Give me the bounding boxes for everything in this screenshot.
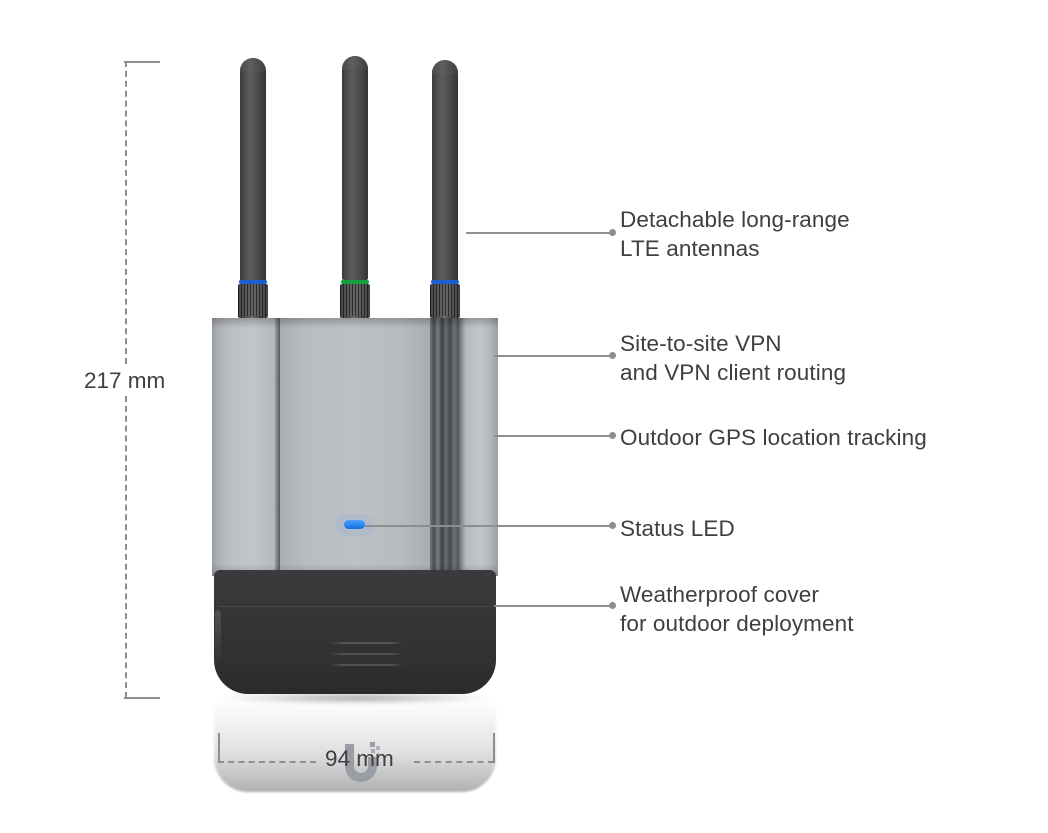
leader-dot-cover (609, 602, 616, 609)
device-body (212, 56, 498, 782)
antenna-center-grip (340, 284, 370, 318)
antenna-left-rod (240, 58, 266, 282)
status-led (344, 520, 365, 529)
leader-dot-led (609, 522, 616, 529)
width-dimension-label: 94 mm (325, 746, 394, 771)
antenna-center-rod (342, 56, 368, 280)
antenna-left-band (239, 280, 267, 284)
height-dim-line-upper (125, 61, 127, 364)
antenna-right-grip (430, 284, 460, 318)
ubiquiti-u-logo (345, 742, 380, 782)
leader-dot-gps (609, 432, 616, 439)
cover-edge-highlight (215, 610, 221, 668)
leader-line-antennas (466, 232, 612, 234)
width-dim-line-right (414, 761, 494, 763)
height-dimension-label: 217 mm (84, 366, 166, 396)
chassis-center-plate (280, 318, 430, 576)
chassis-heatsink (212, 318, 498, 576)
leader-line-led (365, 525, 612, 527)
grille-line-1 (330, 642, 404, 644)
leader-line-vpn (494, 355, 612, 357)
antenna-center-tip (342, 56, 368, 70)
weatherproof-cover (214, 570, 496, 694)
leader-line-gps (494, 435, 612, 437)
grille-line-3 (330, 664, 404, 666)
antenna-left-grip (238, 284, 268, 318)
cover-grille (330, 642, 404, 670)
antenna-right-tip (432, 60, 458, 74)
height-dim-cap-top (124, 61, 160, 63)
antenna-center-band (341, 280, 369, 284)
height-dim-cap-bottom (124, 697, 160, 699)
leader-line-cover (494, 605, 612, 607)
callout-led: Status LED (620, 516, 735, 541)
callout-vpn: Site-to-site VPN and VPN client routing (620, 331, 847, 385)
leader-dot-vpn (609, 352, 616, 359)
antenna-right-rod (432, 60, 458, 284)
width-dim-cap-left (218, 733, 220, 763)
leader-dot-antennas (609, 229, 616, 236)
antenna-right-band (431, 280, 459, 284)
grille-line-2 (330, 653, 404, 655)
width-dim-cap-right (493, 733, 495, 763)
callout-antennas: Detachable long-range LTE antennas (620, 207, 850, 261)
callout-gps: Outdoor GPS location tracking (620, 425, 927, 450)
antenna-left-tip (240, 58, 266, 72)
callout-cover: Weatherproof cover for outdoor deploymen… (620, 582, 854, 636)
cover-seam-line (218, 606, 492, 607)
chassis-top-shading (212, 318, 498, 328)
width-dim-line-left (218, 761, 316, 763)
height-dim-line-lower (125, 396, 127, 698)
